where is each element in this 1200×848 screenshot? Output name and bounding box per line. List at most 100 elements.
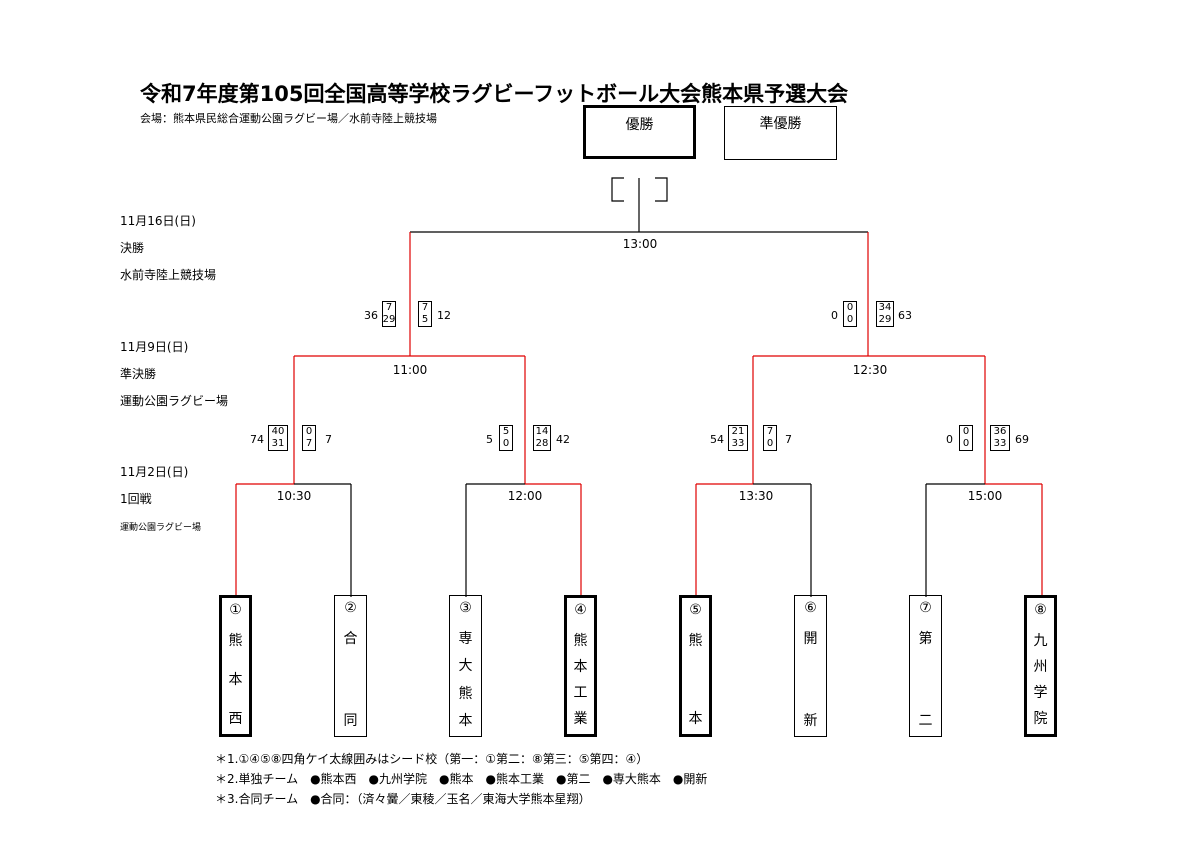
score-half2: 31: [271, 438, 285, 449]
team-box-3: ③ 専 大 熊 本: [449, 595, 482, 737]
score-half2: 0: [766, 438, 774, 449]
note-1: ＊1.①④⑤⑧四角ケイ太線囲みはシード校（第一：①第二：⑧第三：⑤第四：④）: [215, 752, 649, 766]
team-name: 熊 本 西: [229, 624, 243, 734]
score-total: 63: [898, 309, 912, 322]
page-title: 令和7年度第105回全国高等学校ラグビーフットボール大会熊本県予選大会: [140, 82, 849, 106]
score-total: 36: [364, 309, 378, 322]
team-number: ⑥: [804, 600, 817, 616]
team-char: 熊: [573, 633, 588, 649]
score-half2: 0: [502, 438, 510, 449]
team-name: 専 大 熊 本: [459, 622, 473, 736]
score-box: 7 0: [763, 425, 777, 451]
team-char: 熊: [688, 633, 703, 649]
team-char: 業: [573, 711, 588, 727]
team-char: 本: [228, 672, 243, 688]
team-box-8: ⑧ 九 州 学 院: [1024, 595, 1057, 737]
team-name: 九 州 学 院: [1034, 624, 1048, 734]
team-char: 本: [688, 711, 703, 727]
score-half2: 7: [305, 438, 313, 449]
time-final: 13:00: [622, 237, 658, 251]
time-r1-b: 12:00: [507, 489, 543, 503]
team-box-2: ② 合 同: [334, 595, 367, 737]
runnerup-label: 準優勝: [759, 116, 802, 132]
team-char: 院: [1033, 711, 1048, 727]
team-char: 二: [918, 713, 933, 729]
team-char: 専: [458, 631, 473, 647]
score-box: 14 28: [533, 425, 551, 451]
score-box: 0 0: [843, 301, 857, 327]
score-half1: 36: [993, 426, 1007, 437]
score-box: 0 0: [959, 425, 973, 451]
champion-box: 優勝: [583, 105, 696, 159]
score-total: 0: [946, 433, 953, 446]
score-half2: 28: [535, 438, 549, 449]
venue-text: 会場：熊本県民総合運動公園ラグビー場／水前寺陸上競技場: [140, 112, 437, 125]
semi-date: 11月9日(日): [120, 340, 189, 354]
team-name: 開 新: [804, 622, 818, 736]
team-char: 新: [803, 713, 818, 729]
team-number: ④: [574, 602, 587, 618]
team-char: 工: [573, 685, 588, 701]
score-box: 40 31: [268, 425, 288, 451]
score-total: 7: [785, 433, 792, 446]
score-box: 5 0: [499, 425, 513, 451]
score-total: 74: [250, 433, 264, 446]
team-number: ②: [344, 600, 357, 616]
score-box: 36 33: [990, 425, 1010, 451]
team-name: 熊 本 工 業: [574, 624, 588, 734]
semi-place: 運動公園ラグビー場: [120, 394, 229, 408]
r1-round: 1回戦: [120, 492, 152, 506]
team-number: ⑤: [689, 602, 702, 618]
score-half2: 0: [846, 314, 854, 325]
score-box: 34 29: [876, 301, 894, 327]
final-date: 11月16日(日): [120, 214, 196, 228]
score-half2: 29: [382, 314, 396, 325]
team-box-5: ⑤ 熊 本: [679, 595, 712, 737]
team-char: 九: [1033, 633, 1048, 649]
team-char: 合: [343, 631, 358, 647]
note-3: ＊3.合同チーム ●合同：（済々黌／東稜／玉名／東海大学熊本星翔）: [215, 792, 591, 806]
team-char: 開: [803, 631, 818, 647]
team-char: 西: [228, 711, 243, 727]
semi-round: 準決勝: [120, 367, 157, 381]
team-number: ①: [229, 602, 242, 618]
final-round: 決勝: [120, 241, 145, 255]
team-name: 熊 本: [689, 624, 703, 734]
team-char: 熊: [458, 685, 473, 702]
team-box-7: ⑦ 第 二: [909, 595, 942, 737]
time-semi-left: 11:00: [392, 363, 428, 377]
team-char: 熊: [228, 633, 243, 649]
r1-date: 11月2日(日): [120, 465, 189, 479]
score-box: 21 33: [728, 425, 748, 451]
time-r1-c: 13:30: [738, 489, 774, 503]
runnerup-box: 準優勝: [724, 106, 837, 160]
team-box-1: ① 熊 本 西: [219, 595, 252, 737]
team-number: ③: [459, 600, 472, 616]
team-box-6: ⑥ 開 新: [794, 595, 827, 737]
time-r1-d: 15:00: [967, 489, 1003, 503]
team-char: 第: [918, 631, 933, 647]
time-semi-right: 12:30: [852, 363, 888, 377]
score-half2: 5: [421, 314, 429, 325]
score-total: 54: [710, 433, 724, 446]
score-half1: 14: [535, 426, 549, 437]
score-total: 42: [556, 433, 570, 446]
score-box: 0 7: [302, 425, 316, 451]
score-half1: 34: [878, 302, 892, 313]
champion-bracket-left: [611, 177, 624, 202]
score-total: 7: [325, 433, 332, 446]
champion-label: 優勝: [625, 117, 654, 133]
score-total: 5: [486, 433, 493, 446]
team-char: 同: [343, 713, 358, 729]
champion-bracket-right: [655, 177, 668, 202]
team-number: ⑧: [1034, 602, 1047, 618]
r1-place: 運動公園ラグビー場: [120, 523, 202, 533]
score-half1: 0: [962, 426, 970, 437]
score-total: 0: [831, 309, 838, 322]
team-char: 州: [1033, 659, 1048, 675]
team-name: 第 二: [919, 622, 933, 736]
score-total: 69: [1015, 433, 1029, 446]
final-place: 水前寺陸上競技場: [120, 268, 217, 282]
score-half1: 0: [846, 302, 854, 313]
